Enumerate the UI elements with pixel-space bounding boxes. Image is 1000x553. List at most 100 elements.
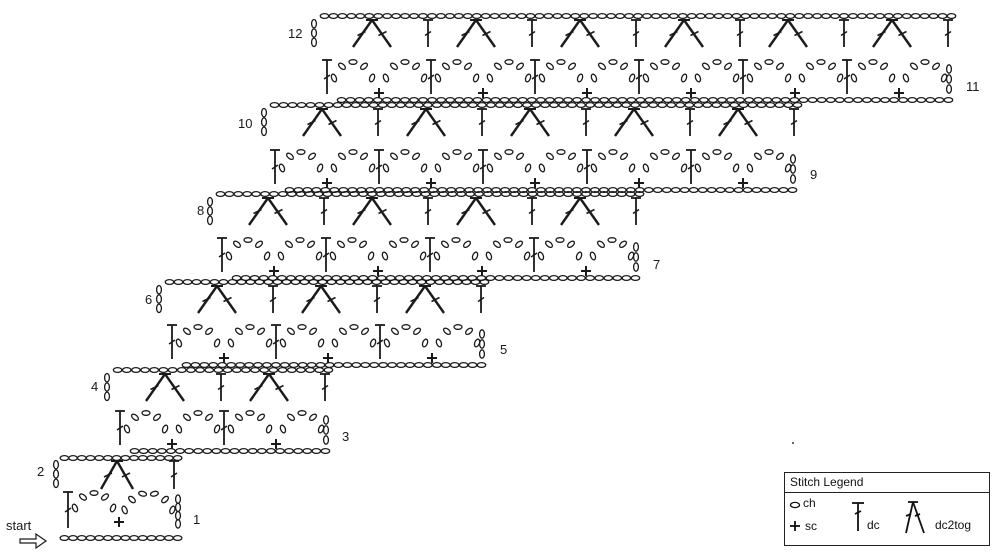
chain-stitch [594,274,605,282]
dc2tog-bar [431,296,440,303]
chain-stitch [383,338,391,348]
dc-stitch-bar [427,74,435,80]
chain-stitch [689,96,700,104]
chain-stitch [120,454,131,462]
chain-stitch [176,366,187,374]
chain-stitch [794,12,805,20]
chain-stitch [389,152,399,161]
chain-stitch [149,366,160,374]
chain-stitch [784,73,792,83]
chain-stitch [585,101,595,109]
chain-stitch [575,251,583,261]
chain-stitch [358,240,368,249]
chain-stitch [608,149,618,155]
chain-stitch [127,495,136,504]
chain-stitch [744,96,755,104]
chain-stitch [193,447,204,455]
chain-stitch [746,73,754,83]
dc-stitch-bar [632,208,640,215]
chain-stitch [740,12,751,20]
chain-stitch [468,101,478,109]
chain-stitch [486,163,494,173]
chain-stitch [103,382,111,392]
chain-stitch [373,12,384,20]
chain-stitch [193,410,203,416]
chain-stitch [68,534,78,542]
dc2tog-bar [378,208,387,215]
dc2tog-bar [171,384,180,391]
chain-stitch [812,12,823,20]
chain-stitch [657,101,668,109]
chain-stitch [306,361,317,369]
chain-stitch [369,361,380,369]
chain-stitch [476,361,487,369]
chain-stitch [643,186,654,194]
stitch-legend: Stitch Legend ch sc dc dc2tog [784,472,990,546]
chain-stitch [182,278,193,286]
chain-stitch [330,163,338,173]
chain-stitch [411,152,421,161]
chain-stitch [675,101,686,109]
chain-stitch [481,96,492,104]
chain-stitch [618,240,628,249]
chain-stitch [442,327,452,336]
dc-stitch-bar [790,119,798,126]
dc2tog-bar [357,30,366,37]
chain-stitch [409,96,419,104]
chain-stitch [479,278,490,286]
chain-stitch [738,101,749,109]
chain-stitch [225,251,233,261]
dc2tog-bar [223,296,232,303]
dc-stitch-bar [271,164,279,170]
chain-stitch [307,152,317,161]
dc-stitch-bar [424,30,432,37]
chain-stitch [628,73,636,83]
dc-stitch-bar [320,208,328,215]
chain-stitch [472,96,483,104]
chain-stitch [888,73,896,83]
chain-stitch [543,12,554,20]
start-label: start [6,518,32,533]
chain-stitch [875,12,885,20]
chain-stitch [175,424,183,434]
chain-stitch [490,96,501,104]
chain-stitch [146,454,157,462]
dc-stitch-bar [582,119,590,126]
chain-stitch [775,152,785,161]
chain-stitch [182,327,192,336]
chain-stitch [515,62,525,71]
chain-stitch [459,101,469,109]
chain-stitch [732,163,740,173]
chain-stitch [140,366,150,374]
chain-stitch [149,490,159,497]
chain-stitch [624,12,634,20]
chain-stitch [789,154,797,164]
chain-stitch [260,190,270,198]
dc-stitch-bar [583,164,591,170]
chain-stitch [576,73,584,83]
chain-stitch [440,361,451,369]
chain-stitch [401,324,411,330]
chain-stitch [218,278,229,286]
chain-stitch [416,278,427,286]
chain-stitch [286,366,297,374]
chain-stitch [756,101,767,109]
chain-stitch [310,37,318,48]
chain-stitch [554,96,564,104]
chain-stitch [52,478,60,489]
chain-stitch [632,242,640,252]
chain-stitch [836,73,844,83]
chain-stitch [355,12,366,20]
dc-stitch-bar [218,252,226,258]
chain-stitch [789,174,797,184]
dc-stitch-bar [531,74,539,80]
chain-stitch [537,251,545,261]
chain-stitch [348,149,358,155]
chain-stitch [268,366,279,374]
chain-stitch [420,163,428,173]
chain-stitch [233,190,244,198]
chain-stitch [279,338,287,348]
chain-stitch [316,163,324,173]
chain-stitch [256,447,267,455]
chain-stitch [712,59,722,65]
